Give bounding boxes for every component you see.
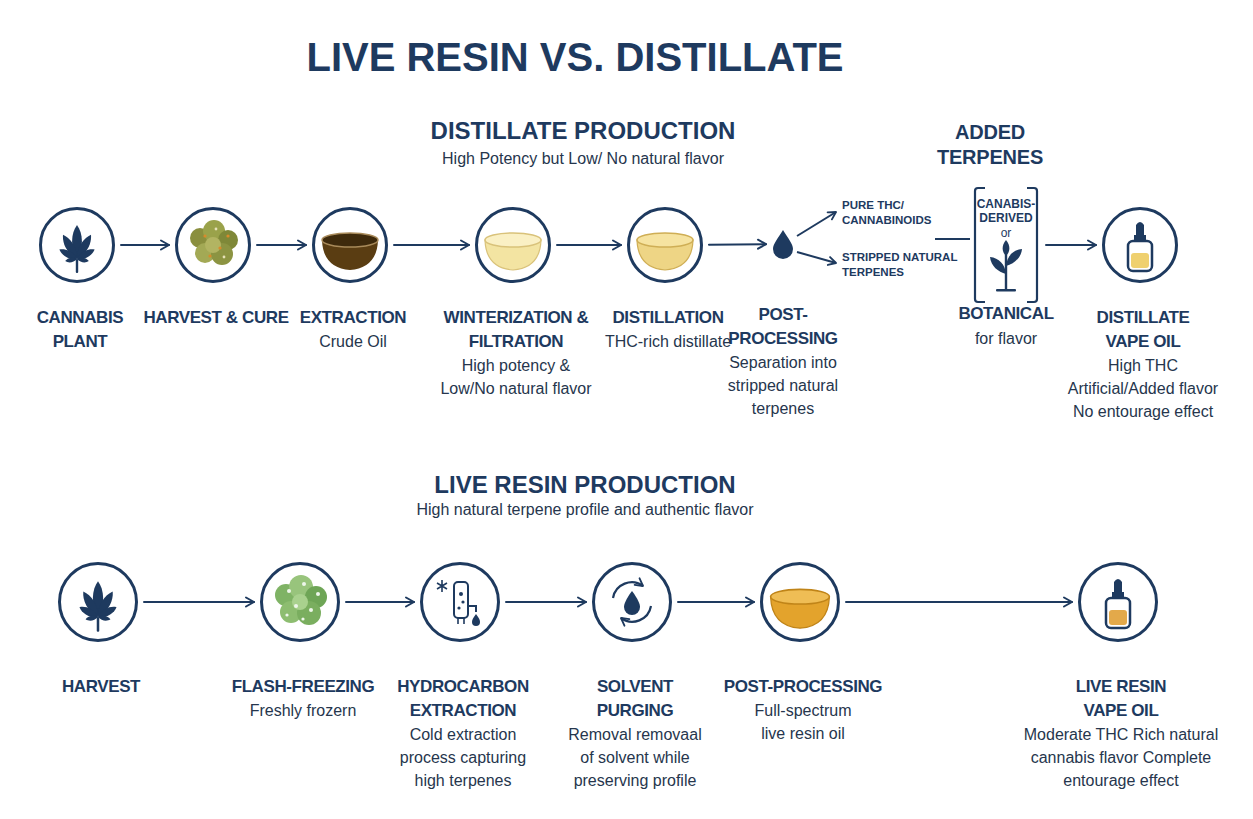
node-heading: POST-PROCESSING	[723, 303, 843, 351]
flow-arrow	[709, 243, 766, 245]
label-stack: POST-PROCESSINGSeparation into stripped …	[723, 303, 843, 420]
bracket-group: ADDED TERPENESCANABIS-DERIVEDorBOTANICAL…	[972, 185, 1040, 305]
flow-arrow	[506, 601, 586, 603]
section-heading: DISTILLATE PRODUCTION	[323, 116, 843, 146]
droplet-shape	[772, 229, 794, 259]
label-stack: DISTILLATE VAPE OILHigh THC Artificial/A…	[1064, 306, 1222, 423]
flow-arrow	[346, 601, 414, 603]
label-stack: HYDROCARBON EXTRACTIONCold extraction pr…	[393, 675, 533, 792]
node-heading: HARVEST	[41, 675, 161, 699]
node-heading: FLASH-FREEZING	[223, 675, 383, 699]
process-circle: DISTILLATIONTHC-rich distillate	[627, 207, 703, 283]
label-stack: POST-PROCESSINGFull-spectrum live resin …	[716, 675, 891, 745]
label-stack: LIVE RESIN VAPE OILModerate THC Rich nat…	[1021, 675, 1221, 792]
process-circle: HARVEST & CURE	[175, 207, 251, 283]
node-text: CANABIS-DERIVED	[973, 197, 1039, 225]
node-text: BOTANICAL	[941, 302, 1071, 326]
flow-arrow	[1046, 244, 1096, 246]
node-heading: HYDROCARBON EXTRACTION	[393, 675, 533, 723]
label-stack: HARVEST & CURE	[136, 306, 296, 330]
section-heading: LIVE RESIN PRODUCTION	[325, 470, 845, 500]
section-subtitle: High natural terpene profile and authent…	[325, 500, 845, 520]
flow-arrow	[257, 244, 306, 246]
node-heading: DISTILLATE VAPE OIL	[1078, 306, 1208, 354]
label-stack: HARVEST	[41, 675, 161, 699]
node-heading: CANNABIS PLANT	[25, 306, 135, 354]
flow-arrow	[144, 601, 254, 603]
process-circle: HYDROCARBON EXTRACTIONCold extraction pr…	[420, 562, 500, 642]
node-heading: EXTRACTION	[288, 306, 418, 330]
process-circle: DISTILLATE VAPE OILHigh THC Artificial/A…	[1102, 207, 1178, 283]
process-circle: LIVE RESIN VAPE OILModerate THC Rich nat…	[1078, 562, 1158, 642]
node-description: Full-spectrum live resin oil	[746, 699, 861, 745]
branch-label: PURE THC/ CANNABINOIDS	[842, 198, 937, 228]
node-description: Moderate THC Rich natural cannabis flavo…	[1021, 723, 1221, 792]
label-stack: SOLVENT PURGINGRemoval removaal of solve…	[565, 675, 705, 792]
node-description: Crude Oil	[288, 330, 418, 353]
node-description: Freshly frozern	[228, 699, 378, 722]
node-heading: ADDED TERPENES	[925, 120, 1055, 170]
node-description: Cold extraction process capturing high t…	[393, 723, 533, 792]
node-description: High potency & Low/No natural flavor	[436, 354, 596, 400]
droplet-node: POST-PROCESSINGSeparation into stripped …	[772, 229, 794, 259]
process-circle: EXTRACTIONCrude Oil	[312, 207, 388, 283]
node-heading: POST-PROCESSING	[716, 675, 891, 699]
plant-icon	[990, 240, 1022, 291]
node-heading: WINTERIZATION & FILTRATION	[436, 306, 596, 354]
node-heading: DISTILLATION	[598, 306, 738, 330]
label-stack: FLASH-FREEZINGFreshly frozern	[223, 675, 383, 722]
node-text: or	[986, 226, 1026, 240]
node-description: Removal removaal of solvent while preser…	[565, 723, 705, 792]
flow-arrow	[846, 601, 1072, 603]
process-circle: CANNABIS PLANT	[39, 207, 115, 283]
label-stack: WINTERIZATION & FILTRATIONHigh potency &…	[436, 306, 596, 400]
label-stack: CANNABIS PLANT	[25, 306, 135, 354]
branch-label: STRIPPED NATURAL TERPENES	[842, 250, 967, 280]
process-circle: SOLVENT PURGINGRemoval removaal of solve…	[592, 562, 672, 642]
node-description: THC-rich distillate	[593, 330, 743, 353]
node-description: High THC Artificial/Added flavor No ento…	[1064, 354, 1222, 423]
flow-arrow	[557, 244, 621, 246]
droplet-outline	[773, 230, 793, 259]
flow-arrow	[121, 244, 169, 246]
node-text: for flavor	[941, 327, 1071, 350]
node-heading: HARVEST & CURE	[136, 306, 296, 330]
node-description: Separation into stripped natural terpene…	[723, 351, 843, 420]
process-circle: WINTERIZATION & FILTRATIONHigh potency &…	[475, 207, 551, 283]
node-heading: LIVE RESIN VAPE OIL	[1056, 675, 1186, 723]
flow-arrow	[678, 601, 754, 603]
process-circle: FLASH-FREEZINGFreshly frozern	[260, 562, 340, 642]
section-subtitle: High Potency but Low/ No natural flavor	[323, 149, 843, 169]
process-circle: HARVEST	[58, 562, 138, 642]
node-heading: SOLVENT PURGING	[565, 675, 705, 723]
flow-arrow	[394, 244, 469, 246]
label-stack: EXTRACTIONCrude Oil	[288, 306, 418, 353]
label-stack: DISTILLATIONTHC-rich distillate	[593, 306, 743, 353]
process-circle: POST-PROCESSINGFull-spectrum live resin …	[760, 562, 840, 642]
diagram-title: LIVE RESIN VS. DISTILLATE	[175, 34, 975, 80]
